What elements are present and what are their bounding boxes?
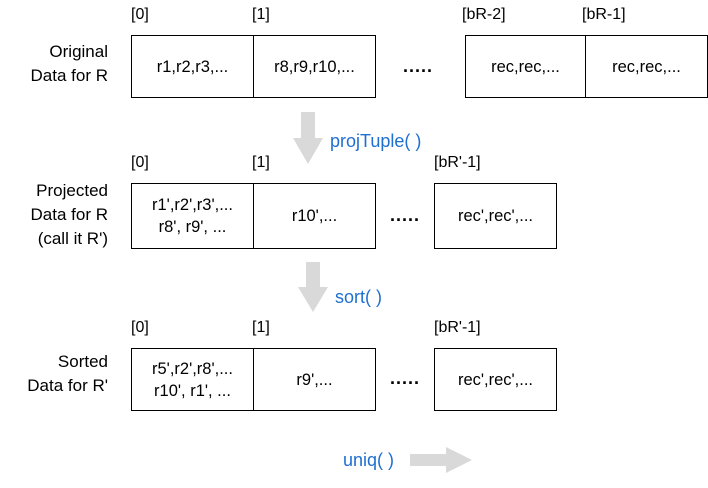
- index-label: [1]: [252, 154, 270, 171]
- block-cell: r5',r2',r8',... r10', r1', ...: [132, 349, 254, 410]
- row-label-original: Original Data for R: [30, 42, 108, 85]
- right-arrow-icon: [410, 447, 472, 473]
- block-cell: r9',...: [296, 370, 333, 389]
- block-group-original-left: r1,r2,r3,... r8,r9,r10,...: [131, 35, 376, 98]
- index-label: [bR'-1]: [434, 319, 481, 336]
- ellipsis: .....: [403, 56, 434, 76]
- block-cell: rec',rec',...: [457, 370, 534, 389]
- block-cell: rec,rec,...: [466, 36, 586, 97]
- step-function-label: sort( ): [335, 287, 382, 307]
- block-group-original-right: rec,rec,... rec,rec,...: [465, 35, 708, 98]
- index-label: [1]: [252, 319, 270, 336]
- index-label: [bR-2]: [462, 6, 506, 23]
- row-label-sorted: Sorted Data for R': [27, 352, 108, 395]
- down-arrow-icon: [293, 112, 323, 164]
- step-function-label: uniq( ): [343, 450, 395, 470]
- index-label: [bR'-1]: [434, 154, 481, 171]
- block-cell: rec,rec,...: [612, 57, 681, 76]
- block-cell: r1',r2',r3',... r8', r9', ...: [132, 184, 254, 248]
- down-arrow-icon: [298, 262, 328, 312]
- index-label: [0]: [131, 154, 149, 171]
- block-cell: r10',...: [291, 207, 338, 225]
- step-function-label: projTuple( ): [330, 131, 422, 151]
- index-label: [bR-1]: [582, 6, 626, 23]
- index-label: [0]: [131, 6, 149, 23]
- block-group-sorted-right: rec',rec',...: [434, 348, 557, 411]
- block-group-sorted-left: r5',r2',r8',... r10', r1', ... r9',...: [131, 348, 376, 411]
- index-label: [1]: [252, 6, 270, 23]
- block-cell: r8,r9,r10,...: [274, 57, 355, 76]
- index-label: [0]: [131, 319, 149, 336]
- ellipsis: .....: [390, 205, 421, 225]
- block-group-projected-right: rec',rec',...: [434, 183, 557, 249]
- ellipsis: .....: [390, 368, 421, 388]
- block-cell: r1,r2,r3,...: [132, 36, 254, 97]
- row-label-projected: Projected Data for R (call it R'): [30, 181, 108, 248]
- block-group-projected-left: r1',r2',r3',... r8', r9', ... r10',...: [131, 183, 376, 249]
- block-cell: rec',rec',...: [457, 207, 534, 225]
